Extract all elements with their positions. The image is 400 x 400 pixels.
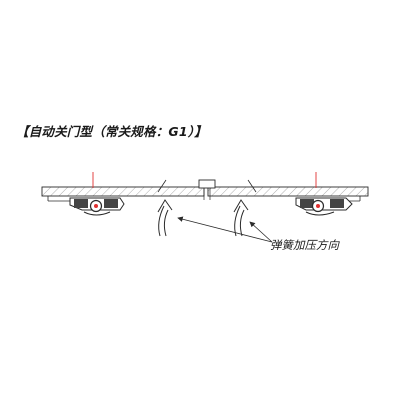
swing-marks [157, 179, 257, 193]
spring-arrow-icon [157, 199, 173, 237]
diagram-title: 【自动关门型（常关规格：G1）】 [16, 124, 207, 139]
center-latch [198, 179, 216, 200]
left-door-panel [41, 186, 205, 202]
hinge-mechanism-icon [295, 172, 353, 216]
spring-arrow-icon [233, 199, 249, 237]
pointer-line [177, 216, 273, 243]
hinge-mechanism-icon [69, 172, 125, 216]
spring-pressure-label: 弹簧加压方向 [270, 238, 339, 252]
